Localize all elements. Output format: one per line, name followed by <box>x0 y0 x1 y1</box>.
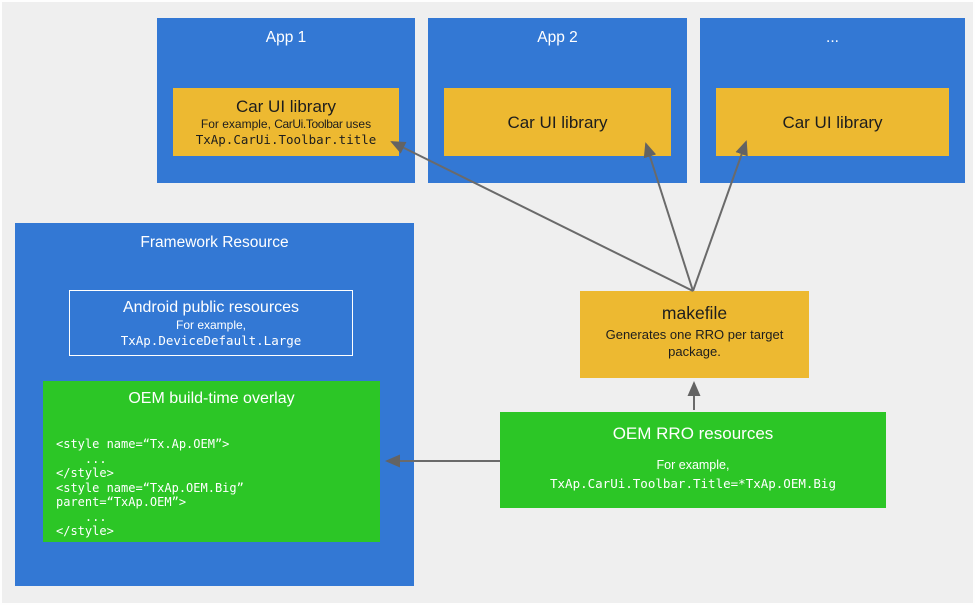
app-ellipsis-car-ui-library-box: Car UI library <box>716 88 949 156</box>
makefile-description: Generates one RRO per target package. <box>605 327 784 359</box>
example-inline-code: CarUi.Toolbar <box>274 117 343 131</box>
car-ui-library-title: Car UI library <box>507 112 608 132</box>
oem-rro-example-code: TxAp.CarUi.Toolbar.Title=*TxAp.OEM.Big <box>550 476 836 491</box>
app-1-box: App 1 Car UI library For example, CarUi.… <box>157 18 415 183</box>
car-ui-library-title: Car UI library <box>782 112 883 132</box>
framework-resource-box: Framework Resource Android public resour… <box>15 223 414 586</box>
oem-rro-resources-box: OEM RRO resources For example, TxAp.CarU… <box>500 412 886 508</box>
oem-build-time-overlay-box: OEM build-time overlay <style name=“Tx.A… <box>43 381 380 542</box>
app-ellipsis-box: ... Car UI library <box>700 18 965 183</box>
oem-rro-resources-title: OEM RRO resources <box>612 424 774 443</box>
oem-rro-example-label: For example, <box>656 458 730 472</box>
app-2-box: App 2 Car UI library <box>428 18 687 183</box>
makefile-title: makefile <box>661 303 728 323</box>
app-2-car-ui-library-box: Car UI library <box>444 88 671 156</box>
car-ui-library-example-line: For example, CarUi.Toolbar uses <box>201 117 371 132</box>
car-ui-library-title: Car UI library <box>235 97 337 116</box>
android-public-resources-title: Android public resources <box>122 299 300 316</box>
android-public-resources-box: Android public resources For example, Tx… <box>69 290 353 356</box>
app-2-title: App 2 <box>537 29 578 46</box>
app-1-title: App 1 <box>265 29 307 46</box>
framework-resource-title: Framework Resource <box>140 234 289 251</box>
oem-overlay-code: <style name=“Tx.Ap.OEM”> ... </style> <s… <box>56 437 244 538</box>
example-prefix: For example, <box>200 117 275 131</box>
android-public-example-code: TxAp.DeviceDefault.Large <box>120 333 302 348</box>
app-1-car-ui-library-box: Car UI library For example, CarUi.Toolba… <box>173 88 399 156</box>
android-public-example-label: For example, <box>175 318 247 332</box>
makefile-box: makefile Generates one RRO per target pa… <box>580 291 809 378</box>
car-ui-library-example-code: TxAp.CarUi.Toolbar.title <box>195 132 377 147</box>
app-ellipsis-title: ... <box>826 29 839 46</box>
oem-build-time-overlay-title: OEM build-time overlay <box>128 390 295 407</box>
example-suffix: uses <box>342 117 372 131</box>
